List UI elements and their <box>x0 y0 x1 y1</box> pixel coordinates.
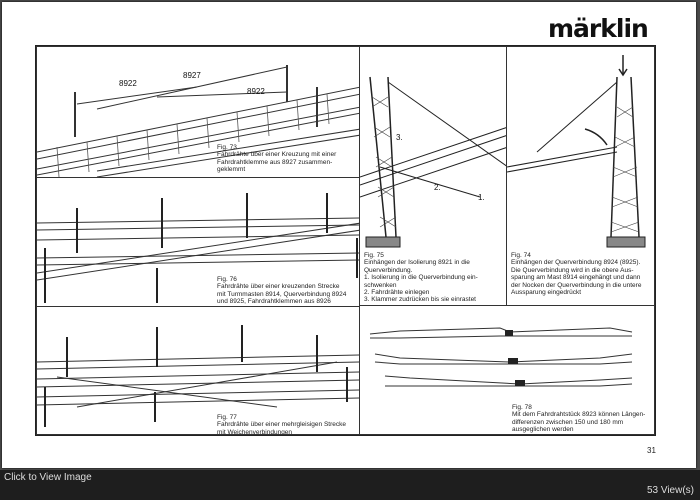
caption-fig75: Fig. 75 Einhängen der Isolierung 8921 in… <box>364 252 478 304</box>
caption-fig73: Fig. 73 Fahrdrähte über einer Kreuzung m… <box>217 144 337 174</box>
fig74-illustration <box>507 55 646 248</box>
step-2-label: 2. <box>434 183 441 192</box>
figure-grid: 8922 8927 8922 Fig. 73 Fahrdrähte über e… <box>35 45 656 436</box>
step-1-label: 1. <box>478 193 485 202</box>
fig76-illustration <box>37 193 359 303</box>
marklin-logo: märklin <box>548 14 649 43</box>
label-8927: 8927 <box>183 71 201 80</box>
figure-77-panel: Fig. 77 Fahrdrähte über einer mehrgleisi… <box>36 306 360 435</box>
fig77-illustration <box>37 325 359 427</box>
viewer-footer: Click to View Image 53 View(s) <box>0 470 700 500</box>
fig73-illustration <box>37 65 359 177</box>
figure-76-panel: Fig. 76 Fahrdrähte über einer kreuzenden… <box>36 177 360 307</box>
caption-fig78: Fig. 78 Mit dem Fahrdrahtstück 8923 könn… <box>512 404 646 434</box>
figure-74-panel: Fig. 74 Einhängen der Querverbindung 892… <box>506 46 655 306</box>
fig78-illustration <box>369 327 633 387</box>
label-8922-left: 8922 <box>119 79 137 88</box>
click-to-view-link[interactable]: Click to View Image <box>4 472 92 483</box>
step-3-label: 3. <box>396 133 403 142</box>
catalog-page[interactable]: märklin <box>2 2 696 468</box>
figure-75-panel: 3. 2. 1. Fig. 75 Einhängen der Isolierun… <box>359 46 507 306</box>
view-count: 53 View(s) <box>646 485 694 496</box>
fig75-illustration <box>360 76 506 248</box>
caption-fig77: Fig. 77 Fahrdrähte über einer mehrgleisi… <box>217 414 346 435</box>
caption-fig74: Fig. 74 Einhängen der Querverbindung 892… <box>511 252 642 297</box>
figure-73-panel: 8922 8927 8922 Fig. 73 Fahrdrähte über e… <box>36 46 360 178</box>
label-8922-right: 8922 <box>247 87 265 96</box>
figure-78-panel: Fig. 78 Mit dem Fahrdrahtstück 8923 könn… <box>359 305 655 435</box>
caption-fig76: Fig. 76 Fahrdrähte über einer kreuzenden… <box>217 276 347 306</box>
page-number: 31 <box>647 446 656 455</box>
image-viewer: märklin <box>0 0 700 470</box>
